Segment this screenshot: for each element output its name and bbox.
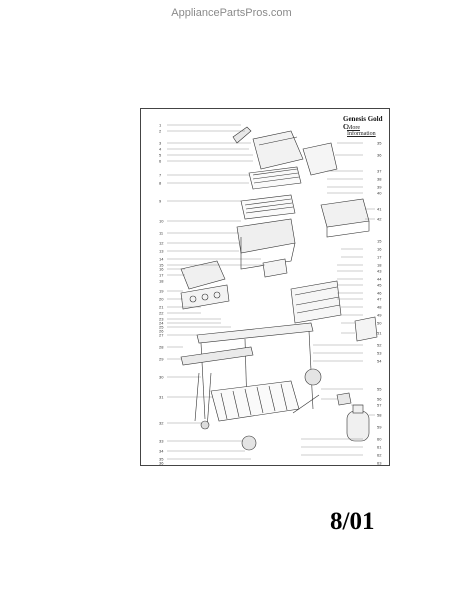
side-table-part (302, 142, 338, 176)
callout-number: 32 (159, 421, 164, 426)
callout-number: 10 (159, 219, 164, 224)
propane-tank-part (346, 404, 370, 442)
callout-number: 41 (377, 207, 382, 212)
wheel-part (241, 435, 257, 451)
callout-number: 35 (159, 457, 164, 462)
callout-number: 42 (377, 217, 382, 222)
callout-number: 52 (377, 343, 382, 348)
right-callouts: 3536373839404142151617184344454647484950… (377, 141, 382, 466)
callout-number: 19 (159, 289, 164, 294)
callout-number: 21 (159, 305, 164, 310)
lid-part (252, 130, 304, 170)
callout-number: 24 (159, 321, 164, 326)
wheel-part-right (304, 368, 322, 386)
callout-number: 5 (159, 153, 162, 158)
callout-number: 48 (377, 305, 382, 310)
callout-number: 36 (377, 153, 382, 158)
callout-number: 38 (377, 177, 382, 182)
callout-number: 37 (377, 169, 382, 174)
callout-number: 1 (159, 123, 162, 128)
diagram-title: Genesis Gold C (343, 115, 383, 131)
side-burner-lid-part (320, 198, 370, 228)
callout-number: 25 (159, 325, 164, 330)
callout-number: 62 (377, 453, 382, 458)
callout-number: 35 (377, 141, 382, 146)
callout-number: 43 (377, 269, 382, 274)
caster-part (200, 420, 210, 430)
handle-part (232, 126, 252, 144)
callout-number: 28 (159, 345, 164, 350)
cooking-grate-part (248, 166, 302, 190)
callout-number: 57 (377, 403, 382, 408)
callout-number: 36 (159, 461, 164, 466)
callout-number: 44 (377, 277, 382, 282)
callout-number: 2 (159, 129, 162, 134)
callout-number: 27 (159, 333, 164, 338)
callout-number: 8 (159, 181, 162, 186)
callout-number: 50 (377, 321, 382, 326)
control-panel-part (180, 284, 230, 310)
callout-number: 31 (159, 395, 164, 400)
callout-number: 11 (159, 231, 164, 236)
callout-number: 61 (377, 445, 382, 450)
callout-number: 45 (377, 283, 382, 288)
callout-number: 18 (159, 279, 164, 284)
callout-number: 51 (377, 331, 382, 336)
left-callouts: 1234567891011121314151617181920212223242… (159, 123, 164, 466)
callout-number: 46 (377, 291, 382, 296)
callout-number: 39 (377, 185, 382, 190)
callout-number: 13 (159, 249, 164, 254)
callout-number: 12 (159, 241, 164, 246)
callout-number: 6 (159, 159, 162, 164)
bottom-shelf-part (210, 380, 300, 422)
callout-number: 17 (159, 273, 164, 278)
burner-tubes-part (290, 280, 342, 324)
callout-number: 29 (159, 357, 164, 362)
cookbox-part (236, 218, 296, 254)
site-watermark: AppliancePartsPros.com (171, 7, 292, 19)
callout-number: 59 (377, 425, 382, 430)
callout-number: 26 (159, 329, 164, 334)
callout-number: 18 (377, 263, 382, 268)
callout-number: 16 (159, 267, 164, 272)
callout-number: 47 (377, 297, 382, 302)
flavorizer-bars-part (240, 194, 296, 220)
axle-part (292, 394, 320, 414)
callout-number: 20 (159, 297, 164, 302)
callout-number: 30 (159, 375, 164, 380)
more-information-link[interactable]: More Information (347, 125, 376, 137)
regulator-part (336, 392, 352, 406)
callout-number: 49 (377, 313, 382, 318)
callout-number: 53 (377, 351, 382, 356)
callout-number: 63 (377, 461, 382, 466)
bracket-part (354, 316, 378, 342)
callout-number: 3 (159, 141, 162, 146)
callout-number: 55 (377, 387, 382, 392)
callout-number: 40 (377, 191, 382, 196)
callout-number: 14 (159, 257, 164, 262)
callout-number: 23 (159, 317, 164, 322)
revision-date: 8/01 (330, 508, 375, 535)
callout-number: 22 (159, 311, 164, 316)
callout-number: 15 (159, 263, 164, 268)
exploded-view-drawing: 1234567891011121314151617181920212223242… (159, 123, 382, 466)
callout-number: 56 (377, 397, 382, 402)
callout-number: 16 (377, 247, 382, 252)
callout-number: 34 (159, 449, 164, 454)
callout-number: 9 (159, 199, 162, 204)
callout-number: 15 (377, 239, 382, 244)
callout-number: 4 (159, 147, 162, 152)
callout-number: 60 (377, 437, 382, 442)
callout-number: 54 (377, 359, 382, 364)
callout-number: 7 (159, 173, 162, 178)
callout-number: 58 (377, 413, 382, 418)
grease-tray-part (262, 258, 288, 278)
callout-number: 17 (377, 255, 382, 260)
callout-number: 33 (159, 439, 164, 444)
side-burner-part (180, 260, 226, 290)
